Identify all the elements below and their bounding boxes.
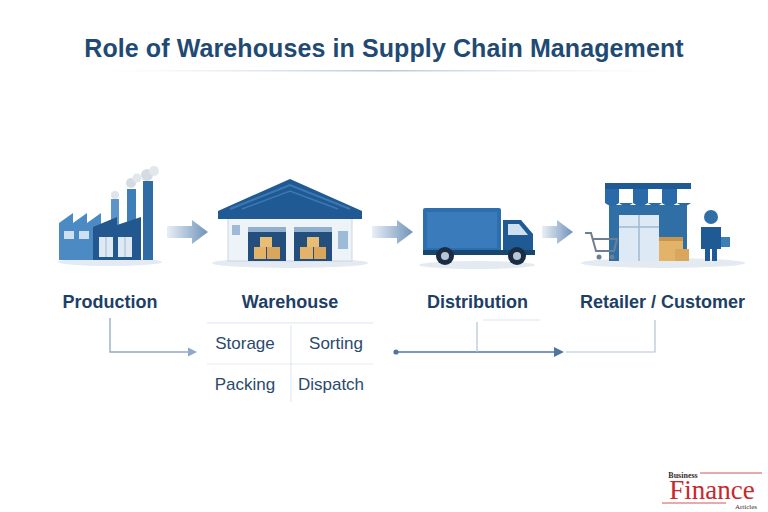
- icon-shape: [118, 237, 132, 257]
- leader-line: [476, 322, 477, 352]
- icon-shape: [111, 191, 119, 199]
- icon-graphic: [210, 165, 370, 275]
- icon-shape: [427, 212, 497, 248]
- icon-graphic: [575, 165, 750, 275]
- icon-shape: [338, 231, 348, 249]
- process-node: Distribution: [415, 165, 540, 313]
- logo-rule: [700, 473, 762, 474]
- grid-rule: [207, 364, 373, 365]
- icon-shape: [307, 237, 319, 247]
- process-node: Warehouse: [210, 165, 370, 313]
- icon-shape: [441, 252, 449, 260]
- icon-shape: [106, 237, 107, 257]
- icon-shape: [605, 189, 619, 203]
- node-label: Distribution: [415, 291, 540, 313]
- table-cell: Dispatch: [298, 375, 364, 395]
- warehouse-icon: [210, 165, 370, 275]
- icon-shape: [677, 189, 691, 203]
- icon-shape: [149, 166, 159, 176]
- grid-rule: [291, 325, 292, 402]
- icon-shape: [659, 237, 683, 241]
- icon-shape: [300, 247, 313, 259]
- flow-arrow: [167, 220, 208, 244]
- leader-line: [110, 318, 190, 352]
- label-rule: [483, 320, 540, 321]
- icon-shape: [294, 227, 332, 261]
- icon-shape: [248, 227, 286, 232]
- icon-graphic: [55, 165, 165, 275]
- icon-shape: [260, 237, 272, 247]
- icon-shape: [675, 249, 689, 261]
- icon-shape: [704, 210, 718, 224]
- icon-shape: [294, 227, 332, 232]
- icon-shape: [597, 255, 602, 260]
- icon-shape: [605, 183, 691, 189]
- icon-graphic: [415, 170, 540, 280]
- icon-shape: [79, 231, 89, 239]
- icon-shape: [662, 189, 677, 203]
- icon-shape: [701, 227, 721, 261]
- table-cell: Sorting: [309, 334, 363, 354]
- icon-shape: [232, 225, 240, 235]
- icon-shape: [513, 252, 521, 260]
- icon-shape: [619, 226, 659, 228]
- icon-shape: [508, 247, 526, 265]
- icon-shape: [218, 179, 362, 219]
- process-node: Production: [55, 165, 165, 313]
- leader-head: [554, 347, 564, 357]
- process-node: Retailer / Customer: [575, 165, 750, 313]
- leader-line: [566, 320, 655, 352]
- store-icon: [575, 165, 750, 275]
- leader-head: [188, 348, 197, 357]
- icon-shape: [248, 227, 286, 261]
- node-label: Retailer / Customer: [575, 291, 750, 313]
- icon-shape: [721, 237, 730, 247]
- icon-shape: [648, 189, 662, 203]
- flow-arrow: [372, 220, 413, 244]
- icon-shape: [254, 247, 266, 259]
- node-label: Production: [55, 291, 165, 313]
- icon-shape: [619, 215, 659, 261]
- grid-rule: [207, 323, 373, 324]
- truck-icon: [415, 170, 540, 280]
- icon-shape: [610, 255, 615, 260]
- icon-shape: [93, 217, 141, 260]
- icon-shape: [64, 231, 74, 239]
- icon-shape: [228, 213, 352, 261]
- icon-shape: [423, 208, 501, 252]
- icon-shape: [633, 189, 648, 203]
- node-label: Warehouse: [210, 291, 370, 313]
- diagram-title: Role of Warehouses in Supply Chain Manag…: [0, 34, 768, 63]
- icon-shape: [230, 185, 350, 209]
- icon-shape: [125, 237, 126, 257]
- icon-shape: [585, 233, 617, 251]
- flow-arrow: [542, 220, 573, 244]
- table-cell: Packing: [215, 375, 275, 395]
- icon-shape: [99, 237, 113, 257]
- icon-shape: [314, 247, 326, 259]
- leader-line: [396, 351, 556, 353]
- icon-shape: [638, 215, 640, 261]
- icon-shape: [423, 250, 501, 255]
- logo-text: Articles: [735, 503, 757, 511]
- icon-shape: [267, 247, 280, 259]
- icon-shape: [242, 191, 338, 209]
- logo-wordmark: Finance: [669, 475, 754, 506]
- icon-shape: [605, 203, 691, 206]
- factory-icon: [55, 165, 165, 275]
- table-cell: Storage: [215, 334, 275, 354]
- icon-shape: [508, 224, 528, 235]
- icon-shape: [436, 247, 454, 265]
- title-rule: [100, 70, 668, 72]
- icon-shape: [143, 181, 153, 260]
- icon-shape: [619, 189, 633, 203]
- icon-shape: [133, 174, 142, 183]
